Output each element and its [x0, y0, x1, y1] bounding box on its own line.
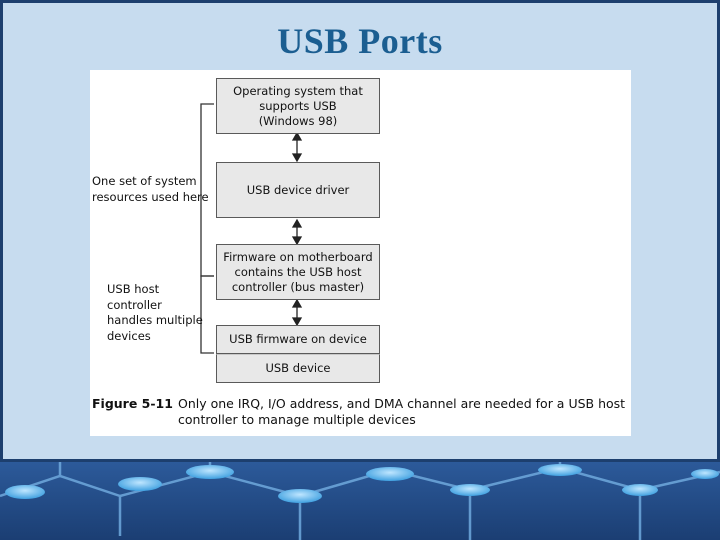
arrow-driver-firmware — [291, 218, 303, 246]
bracket-host-controller — [200, 275, 214, 354]
slide-title: USB Ports — [277, 21, 443, 61]
arrow-os-driver — [291, 131, 303, 163]
box-usb-firmware-device: USB firmware on device — [216, 325, 380, 354]
box-usb-device-driver: USB device driver — [216, 162, 380, 218]
figure-caption-text: Only one IRQ, I/O address, and DMA chann… — [178, 396, 626, 427]
box-usb-device: USB device — [216, 354, 380, 383]
network-nodes — [5, 464, 719, 503]
label-system-resources: One set of system resources used here — [92, 174, 209, 204]
diagram-connectors — [200, 103, 303, 354]
label-host-controller: USB host controller handles multiple dev… — [107, 282, 203, 343]
arrow-firmware-usbfw — [291, 298, 303, 327]
figure-number: Figure 5-11 — [92, 396, 173, 411]
box-operating-system: Operating system that supports USB (Wind… — [216, 78, 380, 134]
decorative-hex-network — [0, 462, 720, 540]
box-motherboard-firmware: Firmware on motherboard contains the USB… — [216, 244, 380, 300]
